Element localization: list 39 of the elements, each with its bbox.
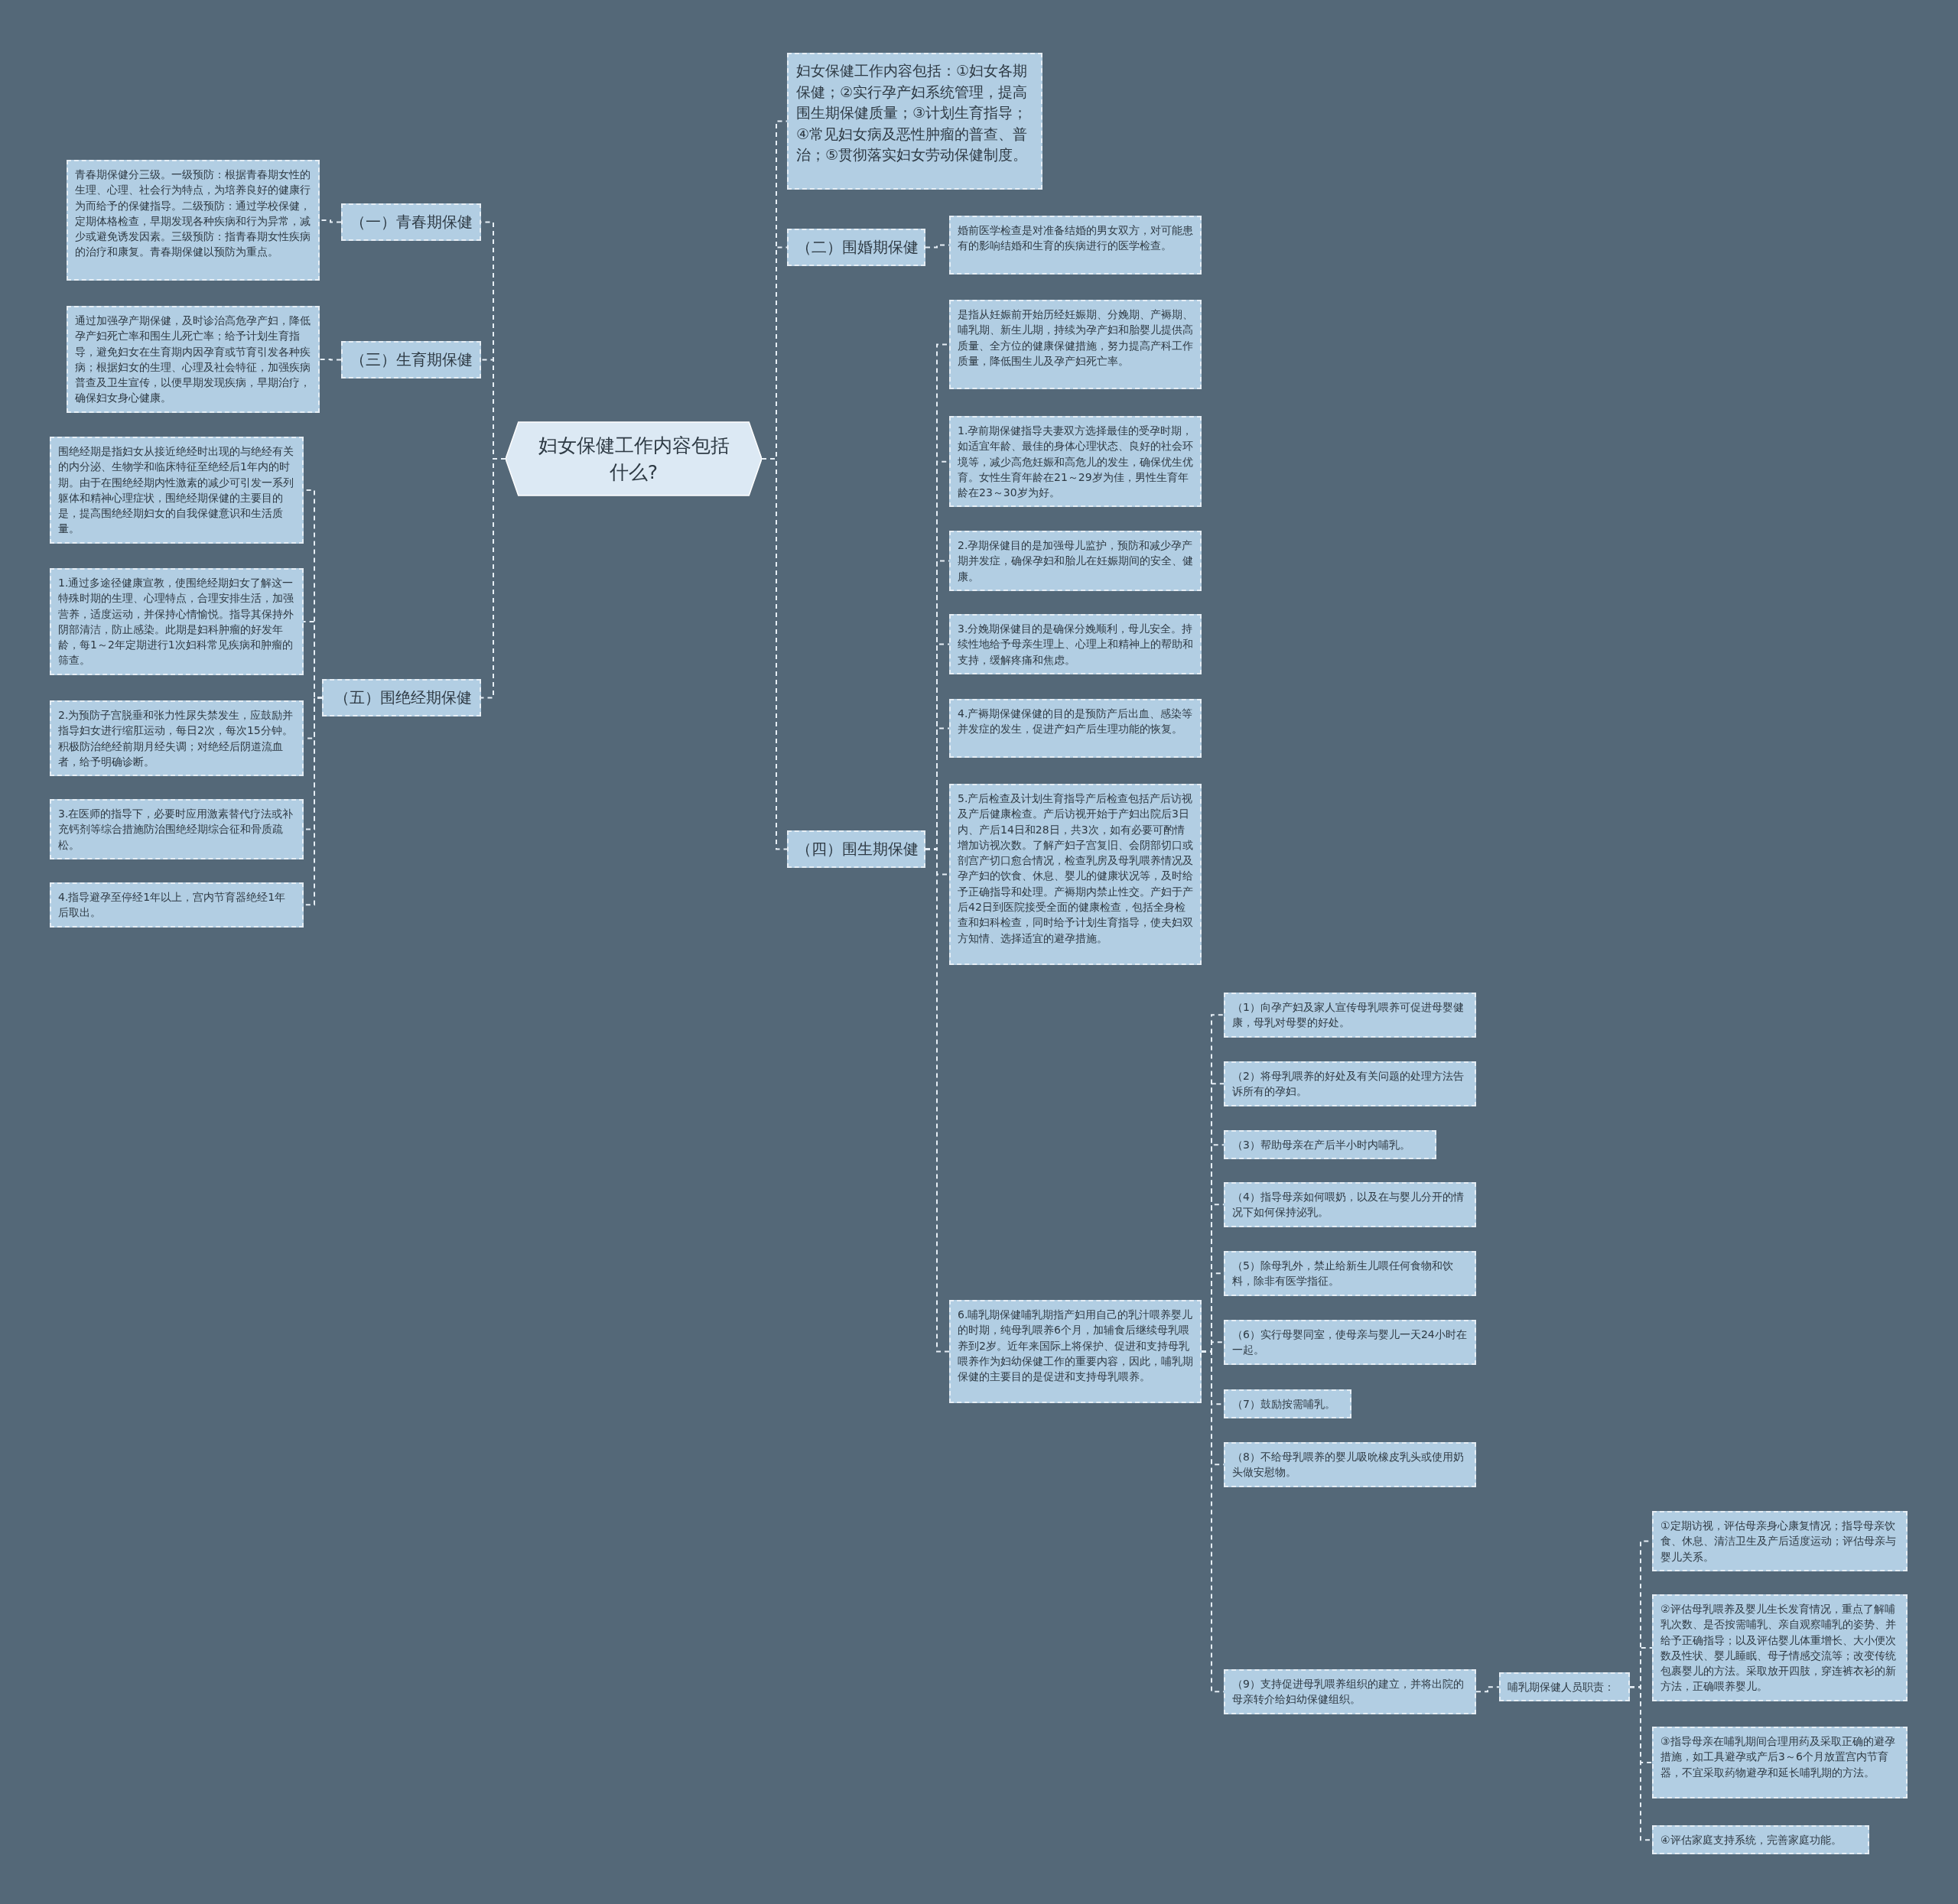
detail-box: ③指导母亲在哺乳期间合理用药及采取正确的避孕措施，如工具避孕或产后3～6个月放置宫内节育器，不宜采取药物避孕和延长哺乳期的方法。 bbox=[1652, 1727, 1908, 1798]
detail-box: （6）实行母婴同室，使母亲与婴儿一天24小时在一起。 bbox=[1224, 1320, 1476, 1365]
branch-topic-box: （四）围生期保健 bbox=[787, 830, 925, 868]
detail-box: 围绝经期是指妇女从接近绝经时出现的与绝经有关的内分泌、生物学和临床特征至绝经后1年内的时期。由于在围绝经期内性激素的减少可引发一系列躯体和精神心理症状，围绝经期保健的主要目的是，提高围绝经期妇女的自我保健意识和生活质量。 bbox=[50, 437, 304, 544]
detail-box: ④评估家庭支持系统，完善家庭功能。 bbox=[1652, 1825, 1869, 1855]
detail-box: 3.分娩期保健目的是确保分娩顺利，母儿安全。持续性地给予母亲生理上、心理上和精神上的帮助和支持，缓解疼痛和焦虑。 bbox=[949, 614, 1202, 674]
detail-box: 是指从妊娠前开始历经妊娠期、分娩期、产褥期、哺乳期、新生儿期，持续为孕产妇和胎婴儿提供高质量、全方位的健康保健措施，努力提高产科工作质量，降低围生儿及孕产妇死亡率。 bbox=[949, 300, 1202, 389]
detail-box: 1.通过多途径健康宣教，使围绝经期妇女了解这一特殊时期的生理、心理特点，合理安排生活，加强营养，适度运动，并保持心情愉悦。指导其保持外阴部清洁，防止感染。此期是妇科肿瘤的好发年龄，每1～2年定期进行1次妇科常见疾病和肿瘤的筛查。 bbox=[50, 568, 304, 675]
detail-box: 2.为预防子宫脱垂和张力性尿失禁发生，应鼓励并指导妇女进行缩肛运动，每日2次，每次15分钟。积极防治绝经前期月经失调；对绝经后阴道流血者，给予明确诊断。 bbox=[50, 700, 304, 777]
detail-box: （8）不给母乳喂养的婴儿吸吮橡皮乳头或使用奶头做安慰物。 bbox=[1224, 1442, 1476, 1487]
detail-box: （2）将母乳喂养的好处及有关问题的处理方法告诉所有的孕妇。 bbox=[1224, 1061, 1476, 1106]
detail-box: 6.哺乳期保健哺乳期指产妇用自己的乳汁喂养婴儿的时期，纯母乳喂养6个月，加辅食后继续母乳喂养到2岁。近年来国际上将保护、促进和支持母乳喂养作为妇幼保健工作的重要内容，因此，哺乳期保健的主要目的是促进和支持母乳喂养。 bbox=[949, 1300, 1202, 1403]
detail-box: （4）指导母亲如何喂奶，以及在与婴儿分开的情况下如何保持泌乳。 bbox=[1224, 1182, 1476, 1227]
topic-box: 妇女保健工作内容包括：①妇女各期保健；②实行孕产妇系统管理，提高围生期保健质量；③计划生育指导；④常见妇女病及恶性肿瘤的普查、普治；⑤贯彻落实妇女劳动保健制度。 bbox=[787, 53, 1042, 190]
connector-line bbox=[480, 458, 506, 699]
detail-box: 通过加强孕产期保健，及时诊治高危孕产妇，降低孕产妇死亡率和围生儿死亡率；给予计划生育指导，避免妇女在生育期内因孕育或节育引发各种疾病；根据妇女的生理、心理及社会特征，加强疾病普查及卫生宣传，以便早期发现疾病，早期治疗，确保妇女身心健康。 bbox=[67, 306, 320, 413]
detail-box: 2.孕期保健目的是加强母儿监护，预防和减少孕产期并发症，确保孕妇和胎儿在妊娠期间的安全、健康。 bbox=[949, 531, 1202, 591]
detail-box: 4.产褥期保健保健的目的是预防产后出血、感染等并发症的发生，促进产妇产后生理功能的恢复。 bbox=[949, 699, 1202, 758]
detail-box: ②评估母乳喂养及婴儿生长发育情况，重点了解哺乳次数、是否按需哺乳、亲自观察哺乳的姿势、并给予正确指导；以及评估婴儿体重增长、大小便次数及性状、婴儿睡眠、母子情感交流等；改变传统包裹婴儿的方法。采取放开四肢，穿连裤衣衫的新方法，正确喂养婴儿。 bbox=[1652, 1594, 1908, 1701]
branch-topic-box: （二）围婚期保健 bbox=[787, 229, 925, 266]
detail-box: 3.在医师的指导下，必要时应用激素替代疗法或补充钙剂等综合措施防治围绝经期综合征和骨质疏松。 bbox=[50, 799, 304, 859]
detail-box: （9）支持促进母乳喂养组织的建立，并将出院的母亲转介给妇幼保健组织。 bbox=[1224, 1669, 1476, 1714]
detail-box: 婚前医学检查是对准备结婚的男女双方，对可能患有的影响结婚和生育的疾病进行的医学检查。 bbox=[949, 216, 1202, 275]
detail-box: ①定期访视，评估母亲身心康复情况；指导母亲饮食、休息、清洁卫生及产后适度运动；评估母亲与婴儿关系。 bbox=[1652, 1511, 1908, 1571]
detail-box: （3）帮助母亲在产后半小时内哺乳。 bbox=[1224, 1130, 1436, 1160]
detail-box: 青春期保健分三级。一级预防：根据青春期女性的生理、心理、社会行为特点，为培养良好的健康行为而给予的保健指导。二级预防：通过学校保健，定期体格检查，早期发现各种疾病和行为异常，减少或避免诱发因素。三级预防：指青春期女性疾病的治疗和康复。青春期保健以预防为重点。 bbox=[67, 160, 320, 281]
detail-box: 1.孕前期保健指导夫妻双方选择最佳的受孕时期，如适宜年龄、最佳的身体心理状态、良好的社会环境等，减少高危妊娠和高危儿的发生，确保优生优育。女性生育年龄在21～29岁为佳，男性生育年龄在23～30岁为好。 bbox=[949, 416, 1202, 508]
detail-box: 5.产后检查及计划生育指导产后检查包括产后访视及产后健康检查。产后访视开始于产妇出院后3日内、产后14日和28日，共3次，如有必要可酌情增加访视次数。了解产妇子宫复旧、会阴部切口或剖宫产切口愈合情况，检查乳房及母乳喂养情况及孕产妇的饮食、休息、婴儿的健康状况等，及时给予正确指导和处理。产褥期内禁止性交。产妇于产后42日到医院接受全面的健康检查，包括全身检查和妇科检查，同时给予计划生育指导，使夫妇双方知情、选择适宜的避孕措施。 bbox=[949, 784, 1202, 965]
detail-box: （7）鼓励按需哺乳。 bbox=[1224, 1389, 1351, 1419]
detail-box: 哺乳期保健人员职责： bbox=[1499, 1672, 1630, 1702]
branch-topic-box: （三）生育期保健 bbox=[341, 341, 481, 379]
connector-line bbox=[319, 358, 342, 361]
detail-box: （1）向孕产妇及家人宣传母乳喂养可促进母婴健康，母乳对母婴的好处。 bbox=[1224, 993, 1476, 1038]
detail-box: （5）除母乳外，禁止给新生儿喂任何食物和饮料，除非有医学指征。 bbox=[1224, 1251, 1476, 1296]
central-topic-hexagon: 妇女保健工作内容包括什么? bbox=[506, 421, 762, 497]
branch-topic-box: （五）围绝经期保健 bbox=[322, 679, 481, 716]
connector-line bbox=[1475, 1686, 1500, 1693]
detail-box: 4.指导避孕至停经1年以上，宫内节育器绝经1年后取出。 bbox=[50, 882, 304, 928]
branch-topic-box: （一）青春期保健 bbox=[341, 203, 481, 241]
